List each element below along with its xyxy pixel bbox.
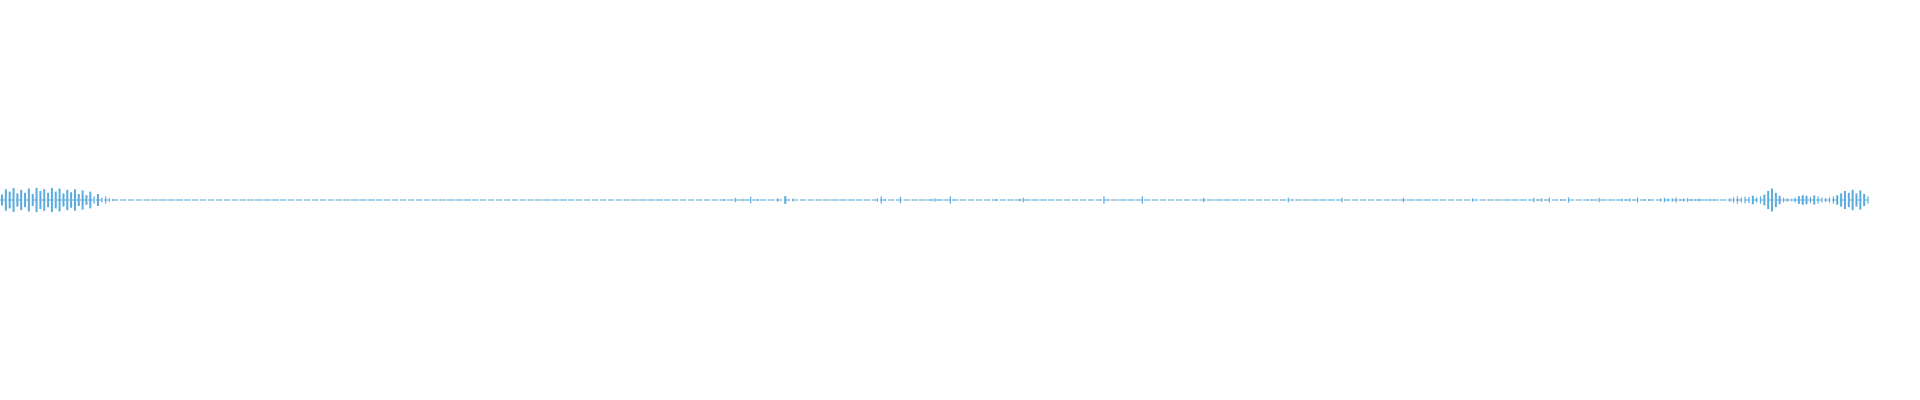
waveform-peaks xyxy=(1,188,1869,212)
